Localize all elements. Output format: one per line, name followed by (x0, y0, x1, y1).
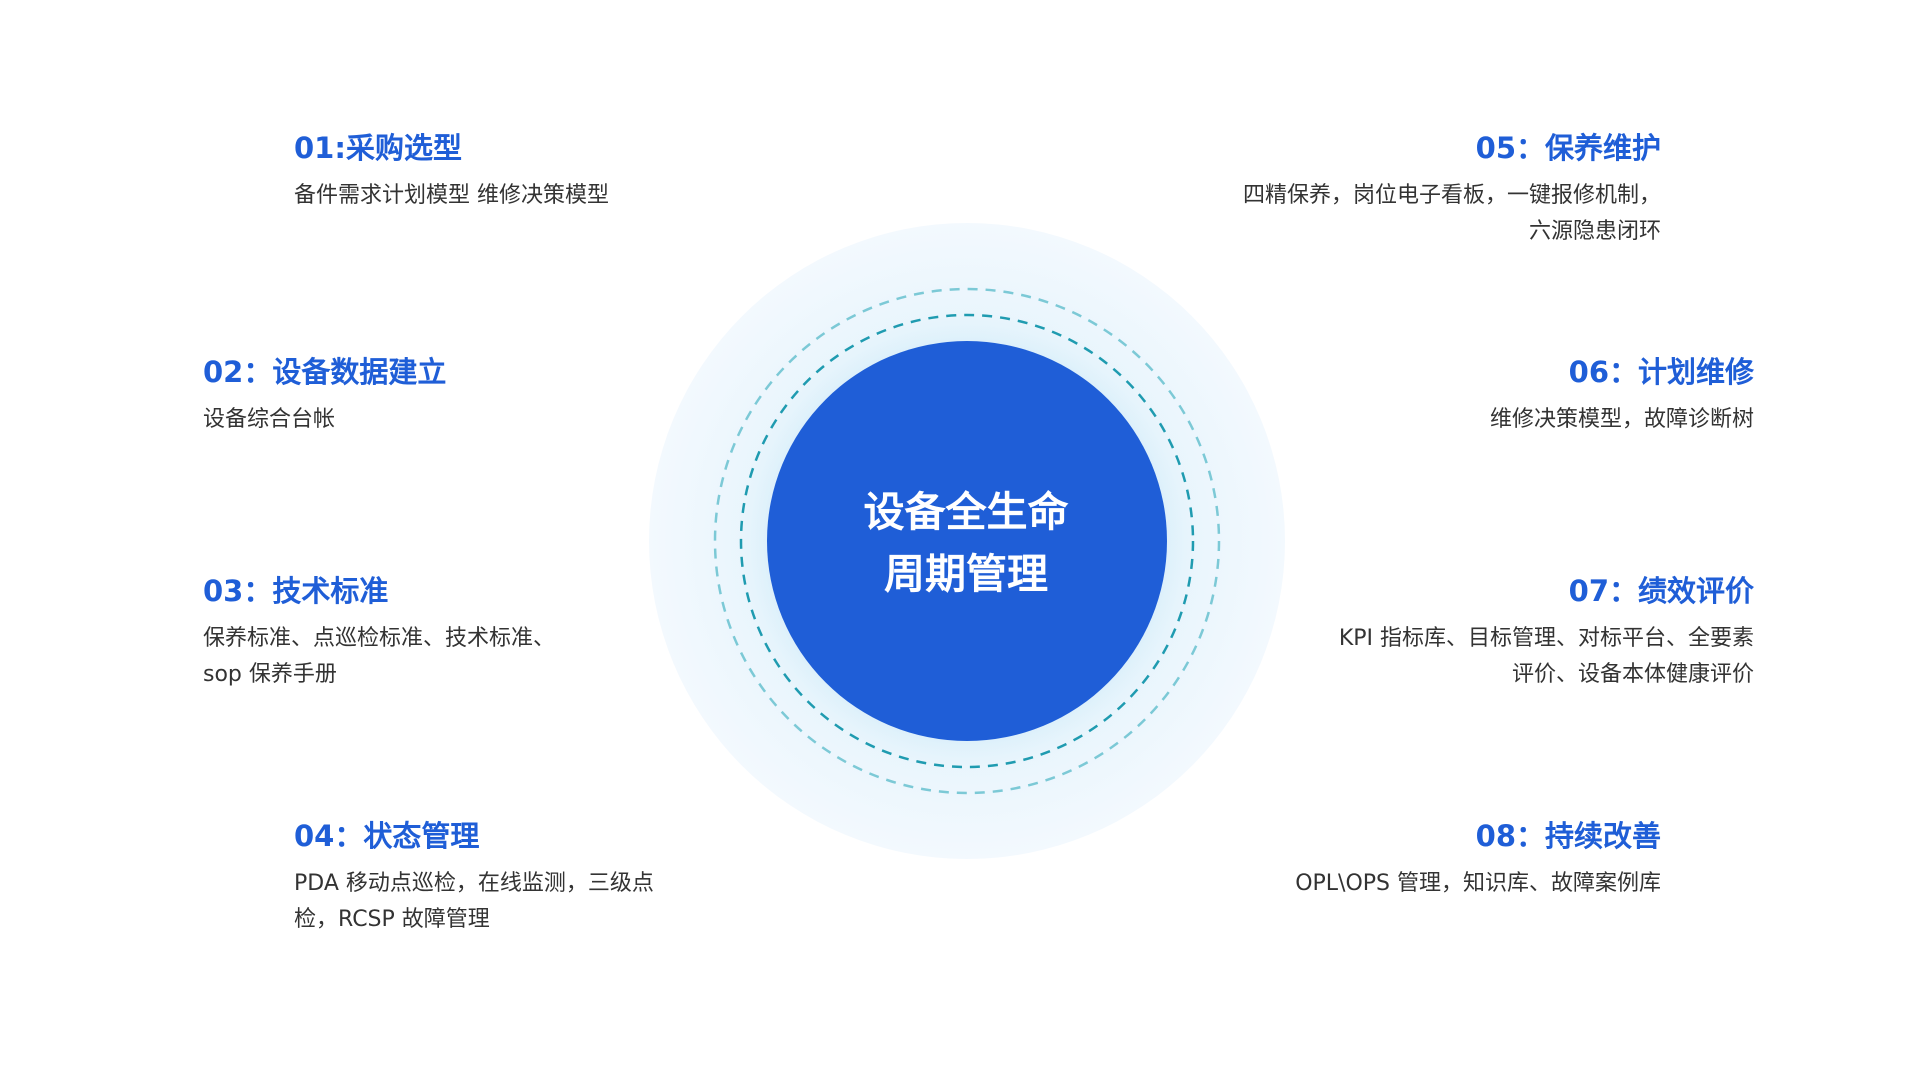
stage-title: 07：绩效评价 (1568, 574, 1754, 608)
stage-description: 备件需求计划模型 维修决策模型 (294, 183, 609, 208)
stage-title: 04：状态管理 (294, 819, 480, 853)
stage-description: 设备综合台帐 (203, 407, 336, 432)
stage-06-planned-repair: 06：计划维修 维修决策模型，故障诊断树 (1490, 354, 1754, 438)
stage-07-performance-evaluation: 07：绩效评价 KPI 指标库、目标管理、对标平台、全要素评价、设备本体健康评价 (1334, 573, 1754, 693)
stage-01-procurement: 01:采购选型 备件需求计划模型 维修决策模型 (294, 130, 609, 214)
stage-title: 06：计划维修 (1568, 355, 1754, 389)
stage-title: 08：持续改善 (1475, 819, 1661, 853)
stage-description: PDA 移动点巡检，在线监测，三级点检，RCSP 故障管理 (294, 871, 654, 932)
stage-description: 四精保养，岗位电子看板，一键报修机制，六源隐患闭环 (1242, 183, 1661, 244)
stage-description: 维修决策模型，故障诊断树 (1489, 407, 1754, 432)
center-title-line-1: 设备全生命 (863, 488, 1069, 536)
stage-03-technical-standards: 03：技术标准 保养标准、点巡检标准、技术标准、sop 保养手册 (203, 573, 593, 693)
stage-description: 保养标准、点巡检标准、技术标准、sop 保养手册 (203, 626, 556, 687)
inner-dashed-ring (739, 313, 1195, 769)
stage-title: 03：技术标准 (203, 574, 389, 608)
lifecycle-hub-graphic (649, 223, 1285, 859)
stage-05-maintenance: 05：保养维护 四精保养，岗位电子看板，一键报修机制，六源隐患闭环 (1241, 130, 1661, 250)
center-title-line-2: 周期管理 (884, 550, 1048, 598)
stage-04-condition-management: 04：状态管理 PDA 移动点巡检，在线监测，三级点检，RCSP 故障管理 (294, 818, 674, 938)
stage-08-continuous-improvement: 08：持续改善 OPL\OPS 管理，知识库、故障案例库 (1241, 818, 1661, 902)
stage-description: OPL\OPS 管理，知识库、故障案例库 (1295, 871, 1661, 896)
stage-description: KPI 指标库、目标管理、对标平台、全要素评价、设备本体健康评价 (1338, 626, 1754, 687)
stage-title: 05：保养维护 (1475, 131, 1661, 165)
outer-dashed-ring (713, 287, 1221, 795)
stage-title: 01:采购选型 (294, 131, 462, 165)
center-circle (767, 341, 1167, 741)
stage-02-data-setup: 02：设备数据建立 设备综合台帐 (203, 354, 446, 438)
stage-title: 02：设备数据建立 (203, 355, 447, 389)
center-title: 设备全生命 周期管理 (766, 343, 1166, 743)
